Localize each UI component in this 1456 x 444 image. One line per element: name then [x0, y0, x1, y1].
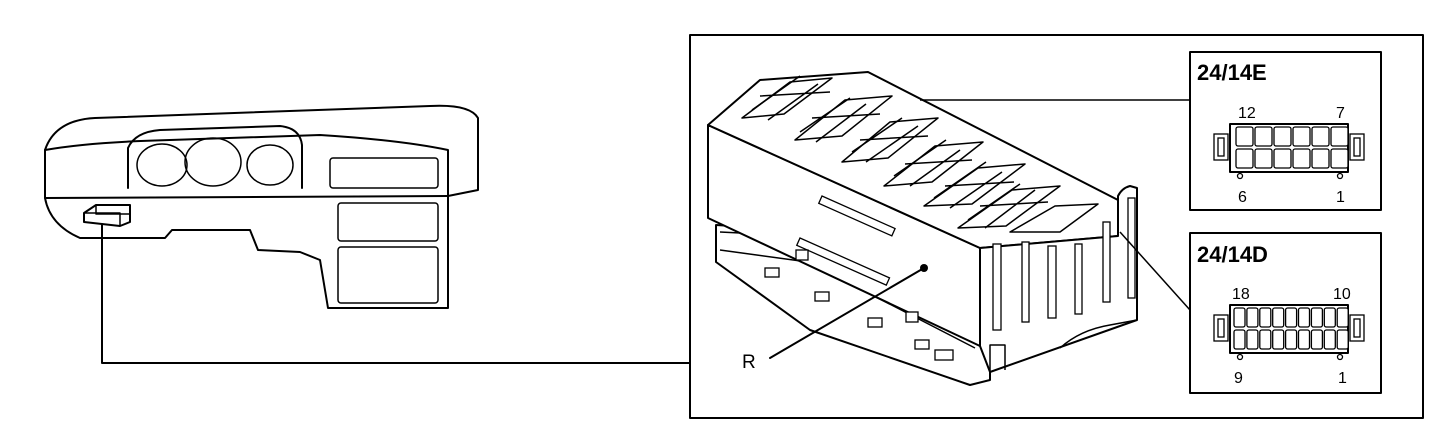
dashboard-illustration	[44, 104, 691, 364]
pin-label: 7	[1336, 105, 1345, 122]
callout-leader	[769, 267, 925, 359]
connector-cavity	[1292, 126, 1311, 147]
pin-label: 6	[1238, 189, 1247, 206]
connector-cavity	[1297, 329, 1311, 350]
connector-cavity	[1311, 126, 1330, 147]
connector-cavity	[1310, 329, 1324, 350]
connector-cavity	[1336, 329, 1349, 350]
connector-24-14e: 24/14E 12 7 6 1	[1189, 51, 1382, 211]
connector-cavity	[1292, 148, 1311, 169]
pin-label: 12	[1238, 105, 1256, 122]
connector-cavity	[1233, 307, 1246, 328]
pin-label: 1	[1338, 370, 1347, 387]
connector-cavity	[1233, 329, 1246, 350]
connector-cavity	[1297, 307, 1311, 328]
fusebox-location-marker	[83, 204, 131, 227]
connector-cavity	[1235, 126, 1254, 147]
relay-sockets	[741, 75, 1099, 233]
connector-cavity	[1259, 329, 1272, 350]
connector-d-leader	[1119, 231, 1191, 311]
connector-cavity	[1330, 126, 1349, 147]
fuse-relay-box	[707, 71, 1138, 386]
callout-label: R	[742, 352, 756, 373]
detail-frame	[689, 34, 1424, 419]
connector-cavity	[1284, 307, 1298, 328]
pin-label: 9	[1234, 370, 1243, 387]
connector-cavity	[1311, 148, 1330, 169]
pin-label: 1	[1336, 189, 1345, 206]
connector-cavity	[1273, 126, 1292, 147]
connector-cavity	[1323, 307, 1336, 328]
connector-cavity	[1336, 307, 1349, 328]
connector-id: 24/14E	[1197, 60, 1267, 85]
connector-cavity	[1330, 148, 1349, 169]
connector-cavity	[1323, 329, 1336, 350]
connector-cavity	[1246, 329, 1259, 350]
connector-cavity	[1272, 329, 1285, 350]
connector-id: 24/14D	[1197, 242, 1268, 267]
connector-cavity	[1272, 307, 1285, 328]
leader-line	[101, 223, 691, 364]
pin-label: 18	[1232, 286, 1250, 303]
connector-cavity	[1254, 148, 1273, 169]
connector-24-14d: 24/14D 18 10 9 1	[1189, 232, 1382, 394]
connector-cavity	[1235, 148, 1254, 169]
pin-label: 10	[1333, 286, 1351, 303]
connector-cavity	[1273, 148, 1292, 169]
connector-cavity	[1254, 126, 1273, 147]
connector-cavity	[1259, 307, 1272, 328]
connector-cavity	[1246, 307, 1259, 328]
connector-cavity	[1284, 329, 1298, 350]
connector-cavity	[1310, 307, 1324, 328]
